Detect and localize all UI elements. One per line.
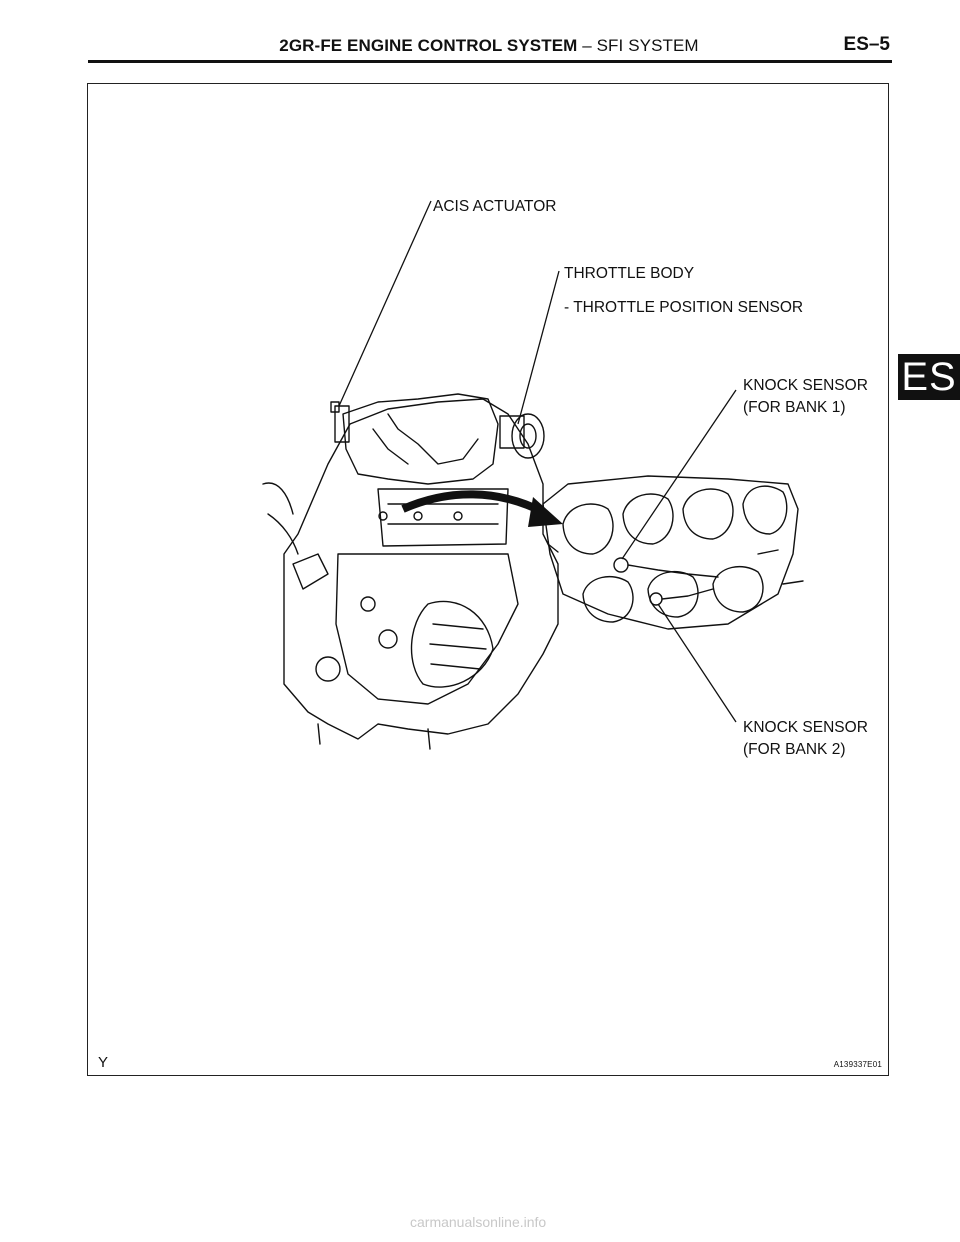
plenum-rib-2 <box>372 428 409 465</box>
detail-block-outline <box>542 475 799 630</box>
callout-knock-sensor-bank2-line1: KNOCK SENSOR <box>743 719 868 736</box>
throttle-body-inner <box>519 423 537 449</box>
mount-2 <box>427 728 431 750</box>
hose-2 <box>267 513 299 555</box>
intake-plenum <box>342 393 499 485</box>
transfer-arrow-head <box>528 497 563 527</box>
transfer-arrow-shaft <box>401 490 545 516</box>
hose-1 <box>262 482 294 515</box>
throttle-body-housing <box>499 415 525 449</box>
figure-corner-mark: Y <box>98 1054 109 1071</box>
port-6 <box>647 570 699 618</box>
section-tab-es: ES <box>898 354 960 400</box>
header-rule <box>88 60 892 63</box>
callout-knock-sensor-bank1-line2: (FOR BANK 1) <box>743 399 846 416</box>
engine-drawing <box>262 200 804 750</box>
header-title: 2GR-FE ENGINE CONTROL SYSTEM – SFI SYSTE… <box>88 36 890 56</box>
port-1 <box>562 503 614 555</box>
knock-sensor-bank2-harness <box>661 588 714 600</box>
bolt-2 <box>413 511 423 521</box>
bolt-1 <box>378 511 388 521</box>
acis-actuator-body <box>334 405 350 443</box>
header-title-rest: – SFI SYSTEM <box>577 36 699 55</box>
callout-throttle-body: THROTTLE BODY <box>564 265 695 282</box>
page-number: ES–5 <box>843 34 890 55</box>
stud-3 <box>782 580 804 585</box>
bolt-3 <box>453 511 463 521</box>
engine-illustration-figure: ACIS ACTUATOR THROTTLE BODY - THROTTLE P… <box>87 83 889 1076</box>
pulley-1 <box>360 596 376 612</box>
plenum-rib-1 <box>387 413 479 465</box>
callout-throttle-position-sensor: - THROTTLE POSITION SENSOR <box>564 299 804 316</box>
catalytic-converter <box>410 600 494 688</box>
port-5 <box>582 575 634 623</box>
leader-knock-sensor-bank2 <box>657 603 737 723</box>
cat-rib-3 <box>430 663 481 670</box>
throttle-body-bore <box>511 413 545 459</box>
leader-acis-actuator <box>338 200 432 407</box>
valve-cover <box>377 488 509 547</box>
bracket-left <box>292 553 329 590</box>
header-title-bold: 2GR-FE ENGINE CONTROL SYSTEM <box>279 36 578 55</box>
stud-2 <box>757 549 779 555</box>
knock-sensor-bank1 <box>613 557 629 573</box>
callout-knock-sensor-bank1: KNOCK SENSOR (FOR BANK 1) <box>743 375 868 419</box>
leader-knock-sensor-bank1 <box>621 389 737 560</box>
page-header: 2GR-FE ENGINE CONTROL SYSTEM – SFI SYSTE… <box>88 34 890 60</box>
leader-throttle-body <box>517 270 560 425</box>
cat-rib-2 <box>429 643 487 650</box>
cat-rib-1 <box>432 623 484 630</box>
port-2 <box>622 493 674 545</box>
knock-sensor-bank1-harness <box>627 564 719 578</box>
callout-knock-sensor-bank2-line2: (FOR BANK 2) <box>743 741 846 758</box>
callout-knock-sensor-bank2: KNOCK SENSOR (FOR BANK 2) <box>743 717 868 761</box>
callout-knock-sensor-bank1-line1: KNOCK SENSOR <box>743 377 868 394</box>
figure-id: A139337E01 <box>833 1060 882 1069</box>
callout-acis-actuator: ACIS ACTUATOR <box>433 198 557 215</box>
acis-actuator-cap <box>330 401 340 413</box>
pulley-2 <box>378 629 398 649</box>
port-7 <box>712 565 764 613</box>
pulley-3 <box>315 656 341 682</box>
lower-block <box>335 553 519 705</box>
knock-sensor-bank2 <box>649 592 663 606</box>
mount-1 <box>317 723 321 745</box>
stud-1 <box>547 543 559 553</box>
footer-watermark: carmanualsonline.info <box>410 1214 547 1230</box>
port-3 <box>682 488 734 540</box>
port-4 <box>742 485 788 535</box>
engine-block-outline <box>283 398 559 740</box>
